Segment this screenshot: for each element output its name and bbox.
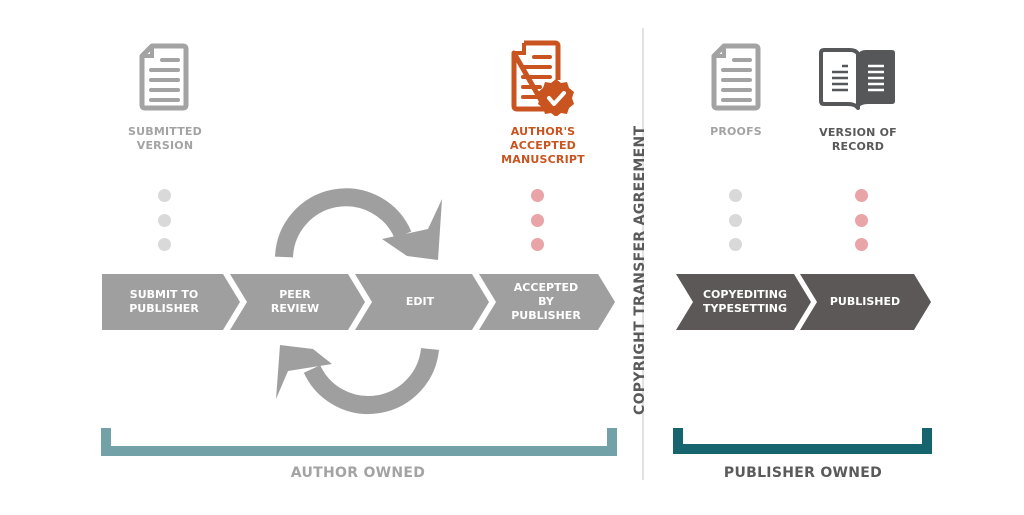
stage-line: ACCEPTED [513,281,579,294]
label-line: ACCEPTED [510,139,576,152]
label-line: PROOFS [710,125,762,138]
dot [855,189,868,202]
dot [531,189,544,202]
stage-line: BY [538,295,554,308]
label-line: RECORD [831,140,885,153]
publisher-owned-bracket [673,428,932,454]
label-line: VERSION [136,139,194,152]
stage-line: PUBLISHER [511,309,581,322]
label-line: VERSION OF [819,126,897,139]
review-cycle-arrow-bottom-icon [276,345,439,414]
dot [158,238,171,251]
stage-line: PUBLISHER [129,302,199,315]
stage-peer-review [230,274,365,330]
dot [531,214,544,227]
dot [729,189,742,202]
dot [729,214,742,227]
stage-label-edit: EDIT [370,274,470,330]
submitted-version-label: SUBMITTED VERSION [115,125,215,153]
stage-line: COPYEDITING [702,288,787,301]
label-line: AUTHOR'S [510,125,576,138]
open-book-icon [819,48,895,110]
stage-line: REVIEW [270,302,320,315]
proofs-document-icon [711,43,761,111]
authors-accepted-manuscript-label: AUTHOR'S ACCEPTED MANUSCRIPT [488,125,598,167]
stage-line: EDIT [405,295,435,308]
stage-line: PEER [279,288,311,301]
submitted-version-document-icon [139,43,189,111]
dot [158,189,171,202]
stage-line: PUBLISHED [829,295,901,308]
publisher-owned-label: PUBLISHER OWNED [723,465,883,481]
author-owned-bracket [101,428,617,456]
stage-accepted-by-publisher [479,274,615,330]
dot [729,238,742,251]
stage-line: SUBMIT TO [129,288,199,301]
stage-line: TYPESETTING [702,302,788,315]
proofs-label: PROOFS [686,125,786,139]
label-line: MANUSCRIPT [501,153,585,166]
copyright-divider [642,28,644,480]
stage-published [800,274,931,330]
dot [855,214,868,227]
document-check-badge-icon [511,40,574,116]
stage-edit [355,274,489,330]
review-cycle-arrow-top-icon [275,188,442,260]
author-owned-label: AUTHOR OWNED [290,465,426,481]
version-of-record-label: VERSION OF RECORD [806,126,910,154]
stage-copyediting-typesetting [676,274,811,330]
dot [158,214,171,227]
dot [531,238,544,251]
stage-label-published: PUBLISHED [815,274,915,330]
dot [855,238,868,251]
stage-submit-to-publisher [102,274,240,330]
label-line: SUBMITTED [128,125,202,138]
